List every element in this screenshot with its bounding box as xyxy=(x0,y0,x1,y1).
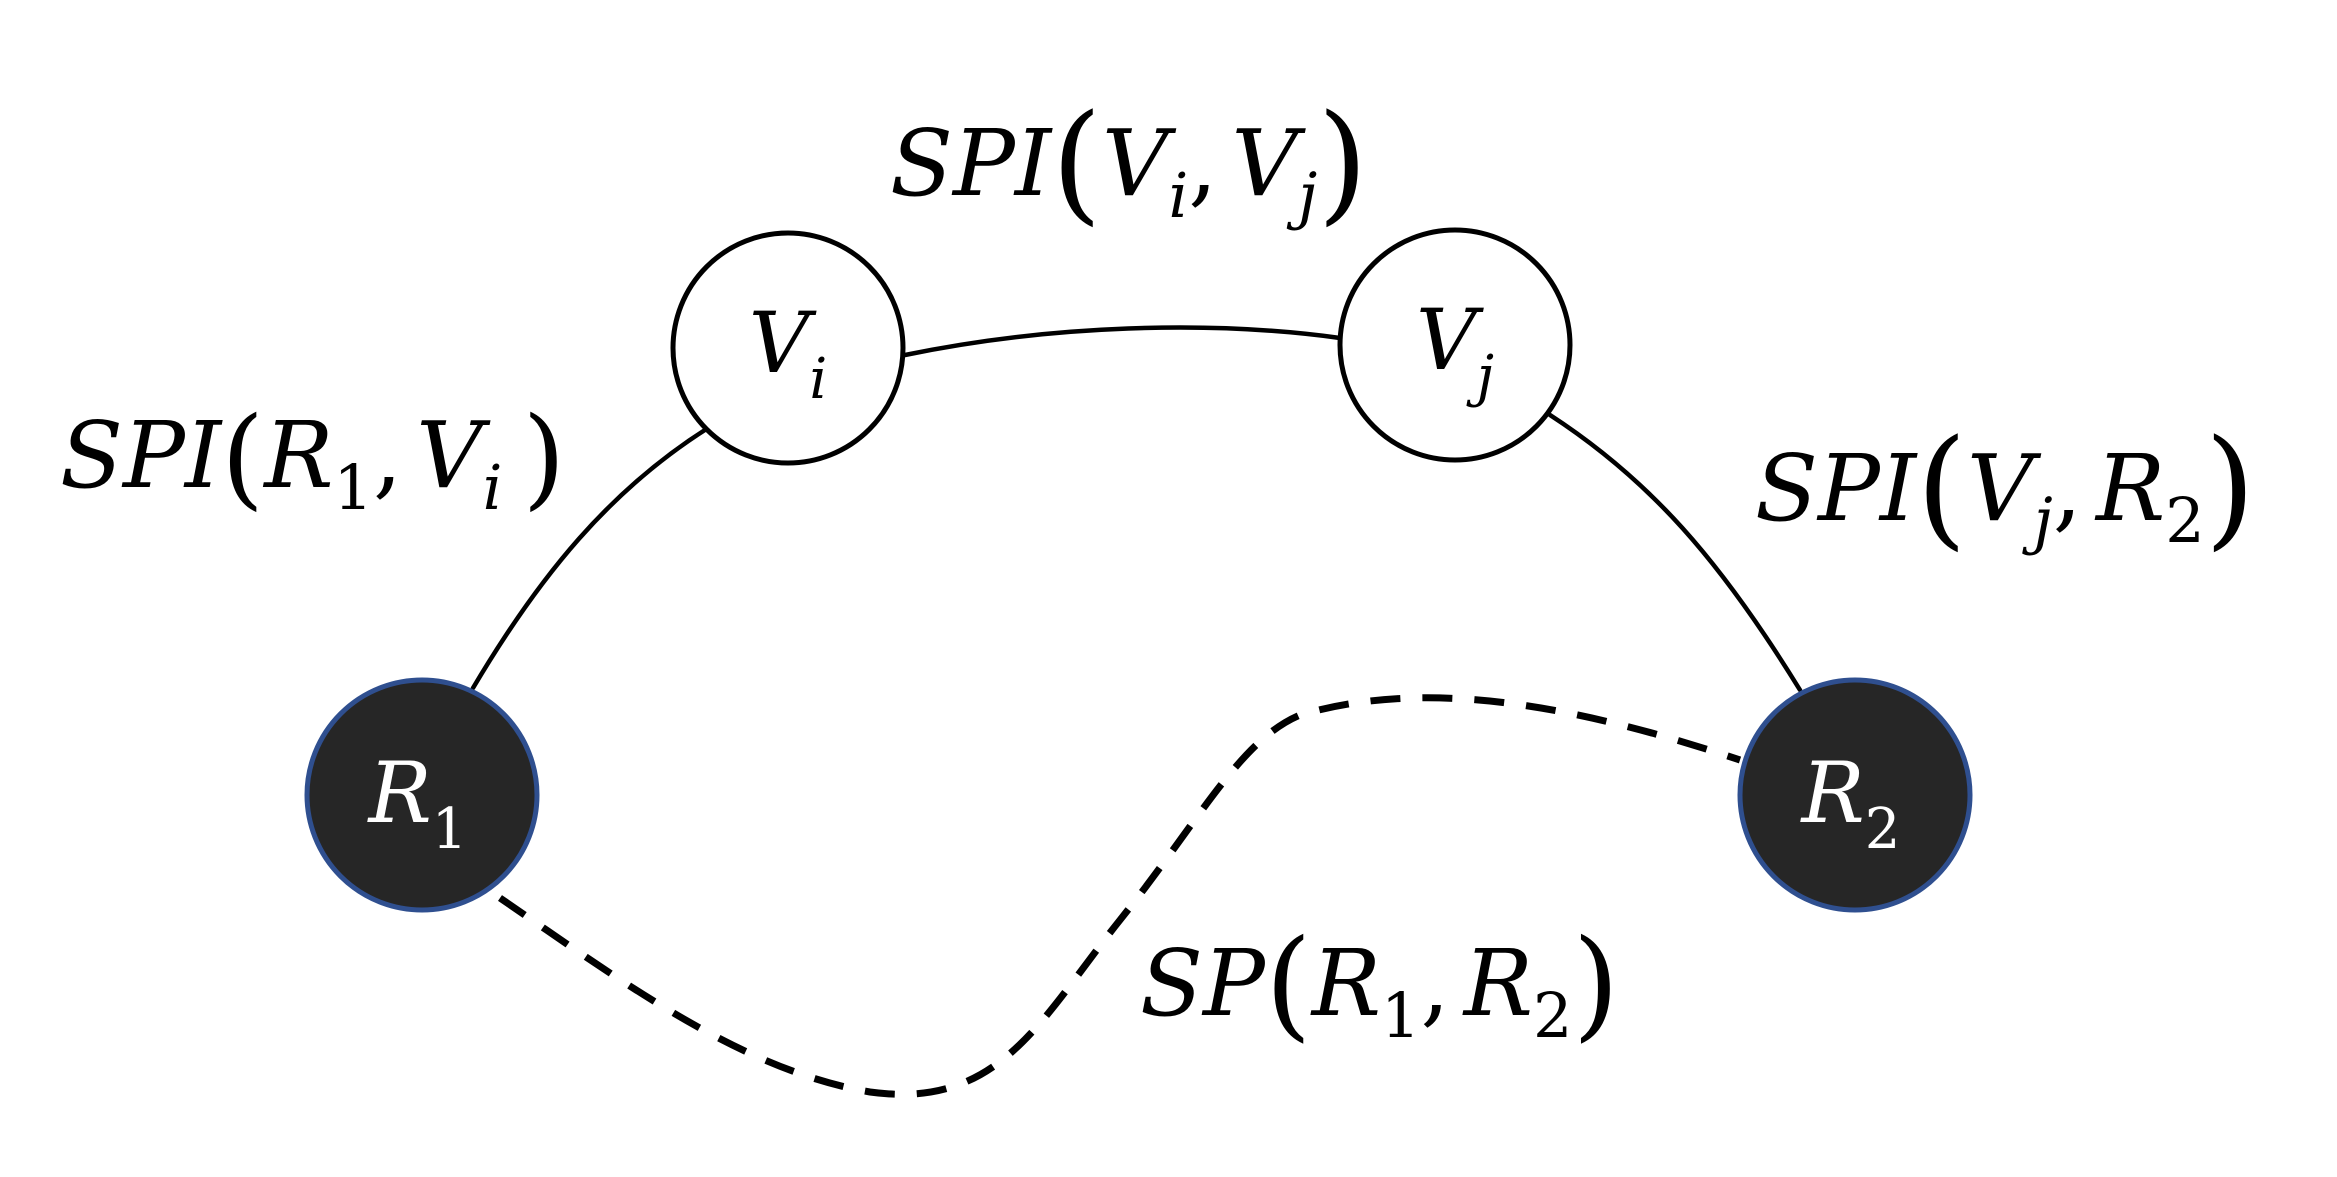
edge-r1-r2-dashed xyxy=(498,694,1742,1098)
node-r1-sub: 1 xyxy=(432,797,468,862)
edge-vi-vj xyxy=(902,325,1343,358)
label-spi-r1-vi: SPI(R1,Vi) xyxy=(60,393,565,524)
svg-text:R1: R1 xyxy=(367,744,468,862)
node-r2-sub: 2 xyxy=(1865,797,1901,862)
node-vi-circle xyxy=(670,230,906,466)
node-vi: Vi xyxy=(670,230,906,466)
node-r1: R1 xyxy=(304,677,540,913)
node-vi-letter: V xyxy=(749,294,817,392)
node-vi-sub: i xyxy=(809,347,827,412)
label-sp-r1-r2: SP(R1,R2) xyxy=(1140,915,1619,1054)
svg-text:Vi: Vi xyxy=(749,294,828,412)
node-vj: Vj xyxy=(1337,227,1573,463)
edge-r1-vi xyxy=(470,425,711,691)
node-vj-letter: V xyxy=(1416,291,1484,389)
label-spi-vj-r2: SPI(Vj,R2) xyxy=(1755,411,2255,563)
node-r1-circle xyxy=(304,677,540,913)
node-r2: R2 xyxy=(1737,677,1973,913)
label-spi-vi-vj: SPI(Vi,Vj) xyxy=(890,86,1368,238)
svg-text:R2: R2 xyxy=(1800,744,1901,862)
edge-vj-r2 xyxy=(1547,412,1803,693)
node-r2-letter: R xyxy=(1800,744,1865,842)
node-vj-circle xyxy=(1337,227,1573,463)
node-r1-letter: R xyxy=(367,744,432,842)
node-r2-circle xyxy=(1737,677,1973,913)
